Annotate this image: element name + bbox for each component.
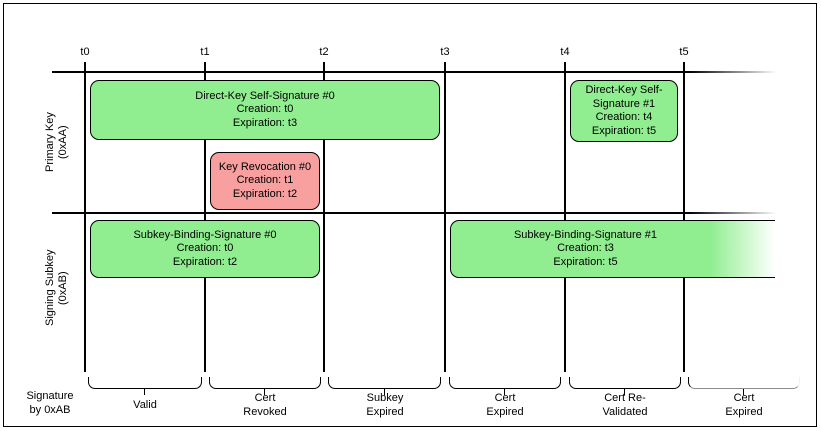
timeline-t1	[204, 62, 206, 372]
footer-caption-line2: by 0xAB	[29, 403, 71, 416]
bracket-cert-revoked	[209, 377, 321, 389]
box-line: Creation: t0	[236, 103, 294, 116]
box-line: Creation: t3	[557, 242, 614, 255]
bracket-nub-valid	[144, 389, 145, 395]
tick-label-t2: t2	[319, 46, 329, 58]
box-key-revocation-0[interactable]: Key Revocation #0 Creation: t1 Expiratio…	[210, 152, 320, 210]
row-label-primary-key-line2: (0xAA)	[57, 125, 69, 160]
bracket-nub-cert-expired-2	[743, 389, 744, 395]
tick-label-t0: t0	[80, 46, 90, 58]
box-line: Creation: t1	[236, 174, 294, 187]
row-label-signing-subkey-line2: (0xAB)	[57, 271, 69, 305]
bracket-subkey-expired	[328, 377, 441, 389]
period-label-line: Cert	[254, 392, 276, 404]
period-label-cert-revoked: Cert Revoked	[243, 391, 286, 419]
period-label-line: Valid	[133, 399, 157, 411]
box-direct-key-self-signature-0[interactable]: Direct-Key Self-Signature #0 Creation: t…	[90, 80, 440, 140]
period-label-line: Revoked	[243, 406, 287, 418]
bracket-cert-revalidated	[569, 377, 681, 389]
period-label-line: Subkey	[366, 392, 404, 404]
box-line: Signature #1	[592, 97, 656, 110]
bracket-nub-cert-revalidated	[624, 389, 625, 395]
period-label-subkey-expired: Subkey Expired	[366, 391, 403, 419]
box-line: Creation: t4	[595, 111, 653, 123]
box-line: Creation: t0	[176, 242, 234, 255]
bracket-nub-subkey-expired	[384, 389, 385, 395]
timeline-t0	[84, 62, 86, 372]
bracket-cert-expired-1	[449, 377, 561, 389]
period-label-line: Cert	[494, 392, 516, 404]
period-label-line: Expired	[366, 406, 404, 418]
period-label-cert-expired-1: Cert Expired	[486, 391, 523, 419]
box-subkey-binding-signature-1[interactable]: Subkey-Binding-Signature #1 Creation: t3…	[450, 220, 775, 278]
diagram-frame	[3, 3, 817, 427]
period-label-cert-revalidated: Cert Re- Validated	[602, 391, 647, 419]
period-label-cert-expired-2: Cert Expired	[725, 391, 762, 419]
box-line: Subkey-Binding-Signature #0	[133, 228, 277, 241]
timeline-t5	[683, 62, 685, 372]
tick-label-t5: t5	[679, 46, 689, 58]
period-label-line: Cert Re-	[604, 392, 646, 404]
row-label-primary-key: Primary Key (0xAA)	[44, 80, 70, 205]
row-separator-middle	[52, 212, 777, 214]
tick-label-t4: t4	[560, 46, 570, 58]
timeline-t2	[323, 62, 325, 372]
period-label-line: Validated	[602, 406, 648, 418]
box-line: Expiration: t3	[232, 116, 298, 129]
period-label-line: Cert	[733, 392, 755, 404]
row-label-signing-subkey: Signing Subkey (0xAB)	[44, 218, 70, 358]
period-label-valid: Valid	[133, 398, 157, 412]
footer-caption-line1: Signature	[26, 390, 74, 402]
box-line: Expiration: t2	[232, 187, 298, 200]
box-line: Direct-Key Self-	[585, 84, 663, 96]
timeline-t4	[564, 62, 566, 372]
bracket-cert-expired-2	[688, 377, 800, 389]
box-line: Subkey-Binding-Signature #1	[513, 228, 658, 241]
tick-label-t1: t1	[200, 46, 210, 58]
period-label-line: Expired	[725, 406, 763, 418]
footer-caption: Signature by 0xAB	[14, 390, 86, 417]
bracket-nub-cert-revoked	[264, 389, 265, 395]
bracket-valid	[88, 377, 202, 389]
timeline-t3	[444, 62, 446, 372]
row-label-primary-key-line1: Primary Key	[44, 112, 56, 173]
row-separator-top	[52, 71, 777, 73]
bracket-nub-cert-expired-1	[504, 389, 505, 395]
box-line: Expiration: t5	[553, 255, 618, 268]
box-line: Key Revocation #0	[218, 160, 312, 173]
box-direct-key-self-signature-1[interactable]: Direct-Key Self- Signature #1 Creation: …	[570, 80, 678, 142]
row-label-signing-subkey-line1: Signing Subkey	[44, 249, 56, 327]
period-label-line: Expired	[486, 406, 524, 418]
box-line: Direct-Key Self-Signature #0	[195, 89, 335, 102]
box-line: Expiration: t5	[591, 124, 657, 137]
box-subkey-binding-signature-0[interactable]: Subkey-Binding-Signature #0 Creation: t0…	[90, 220, 320, 278]
tick-label-t3: t3	[440, 46, 450, 58]
box-line: Expiration: t2	[172, 255, 238, 268]
